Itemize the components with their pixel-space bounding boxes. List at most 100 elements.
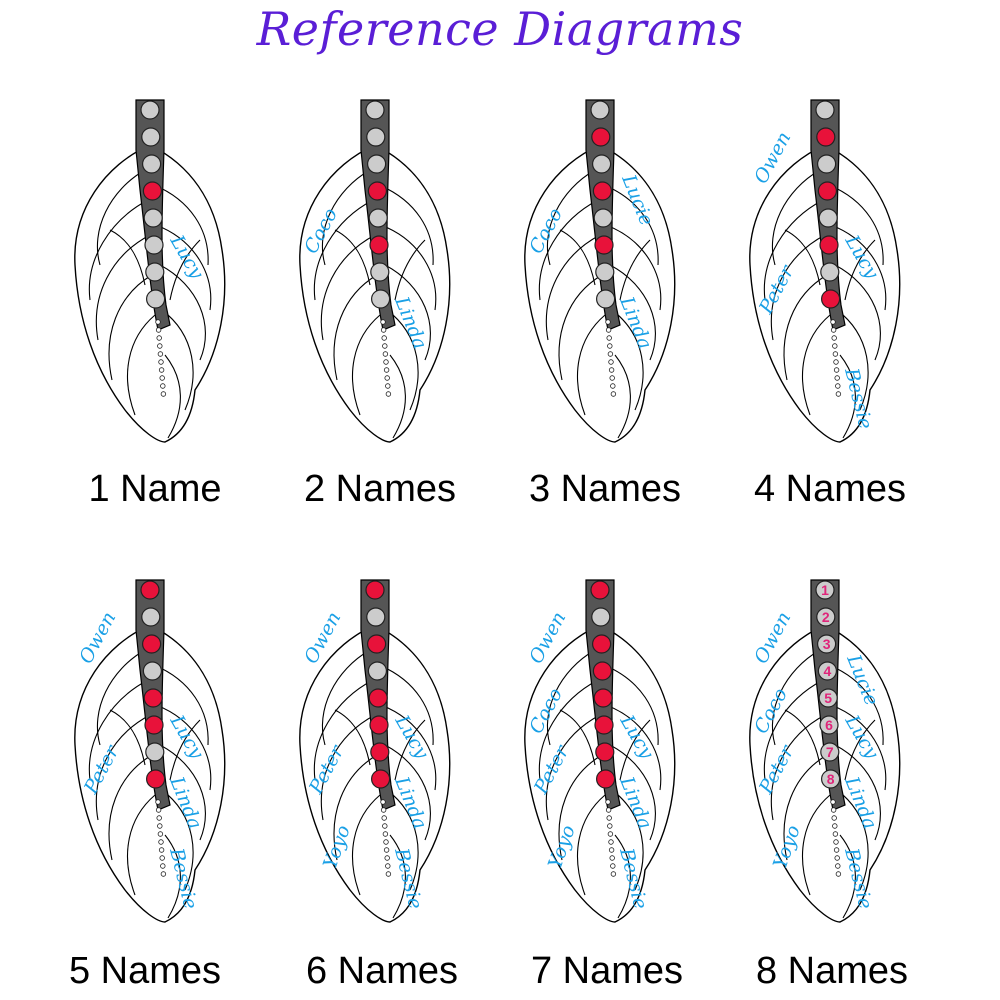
leaf-fold-line xyxy=(828,664,884,746)
leaf-fold-line xyxy=(386,789,419,891)
birthstone-placeholder xyxy=(820,262,840,282)
birthstone-placeholder xyxy=(817,661,838,681)
pave-dot xyxy=(605,319,611,325)
pave-dot xyxy=(834,375,840,381)
birthstone-red xyxy=(593,688,613,708)
leaf-fold-line xyxy=(161,789,194,891)
pave-dot xyxy=(381,815,387,821)
pave-dot xyxy=(158,367,165,373)
pave-dot xyxy=(610,871,617,877)
pave-dot xyxy=(385,863,391,869)
pave-dot xyxy=(157,343,163,349)
pave-dot xyxy=(610,383,616,389)
pave-dot xyxy=(381,335,387,341)
birthstone-placeholder xyxy=(816,634,837,654)
birthstone-placeholder xyxy=(591,154,612,174)
birthstone-red xyxy=(141,634,162,654)
birthstone-placeholder xyxy=(815,580,835,600)
pave-dot xyxy=(158,839,164,845)
pave-dot xyxy=(156,815,162,821)
leaf-fold-line xyxy=(830,224,887,311)
pave-dot xyxy=(832,343,838,349)
leaf-fold-line xyxy=(619,239,651,301)
leaf-fold-line xyxy=(844,239,876,301)
birthstone-red xyxy=(590,580,610,600)
pave-dot xyxy=(155,799,161,805)
panel-caption: 4 Names xyxy=(753,468,907,510)
leaf-fold-line xyxy=(333,754,378,861)
birthstone-red xyxy=(145,769,166,789)
birthstone-placeholder xyxy=(818,688,838,708)
leaf-fold-line xyxy=(153,664,209,746)
leaf-fold-line xyxy=(830,704,887,791)
leaf-fold-line xyxy=(839,354,856,439)
birthstone-placeholder xyxy=(145,262,165,282)
leaf-fold-line xyxy=(320,714,376,821)
leaf-fold-line xyxy=(159,744,206,841)
birthstone-red xyxy=(143,688,163,708)
panel-caption: 2 Names xyxy=(303,468,457,510)
birthstone-red xyxy=(594,715,614,735)
leaf-fold-line xyxy=(164,834,181,919)
birthstone-placeholder xyxy=(593,208,613,228)
birthstone-placeholder xyxy=(145,742,165,762)
leaf-fold-line xyxy=(95,234,151,341)
pave-dot xyxy=(608,839,614,845)
leaf-fold-line xyxy=(538,679,599,781)
leaf-fold-line xyxy=(619,719,651,781)
pave-dot xyxy=(607,823,613,829)
panel-caption: 5 Names xyxy=(68,950,222,992)
panel-caption: 1 Name xyxy=(88,468,222,510)
birthstone-red xyxy=(367,181,388,201)
stone-number-label: 7 xyxy=(826,744,834,760)
pave-dot xyxy=(384,855,390,861)
leaf-fold-line xyxy=(169,239,201,301)
leaf-fold-line xyxy=(783,274,828,381)
leaf-fold-line xyxy=(378,184,434,266)
pave-dot xyxy=(383,847,390,853)
birthstone-placeholder xyxy=(816,154,837,174)
pendant-diagram: Lucy xyxy=(50,90,260,490)
birthstone-red xyxy=(370,742,390,762)
stone-number-label: 3 xyxy=(823,636,831,652)
pave-dot xyxy=(835,871,842,877)
leaf-fold-line xyxy=(378,664,434,746)
pave-dot xyxy=(380,799,386,805)
pave-dot xyxy=(610,391,617,397)
leaf-fold-line xyxy=(784,229,821,286)
pave-dot xyxy=(608,367,615,373)
leaf-fold-line xyxy=(352,314,381,416)
birthstone-placeholder xyxy=(595,289,616,309)
leaf-fold-line xyxy=(394,239,426,301)
birthstone-placeholder xyxy=(145,289,166,309)
birthstone-placeholder xyxy=(370,289,391,309)
birthstone-placeholder xyxy=(141,127,161,147)
leaf-fold-line xyxy=(577,794,606,896)
pave-dot xyxy=(610,863,616,869)
stone-number-label: 4 xyxy=(824,663,832,679)
pave-dot xyxy=(383,367,390,373)
leaf-fold-line xyxy=(389,834,406,919)
leaf-fold-line xyxy=(389,354,406,439)
birthstone-red xyxy=(369,235,389,255)
birthstone-red xyxy=(819,235,839,255)
birthstone-placeholder xyxy=(820,742,840,762)
pave-dot xyxy=(384,375,390,381)
birthstone-placeholder xyxy=(815,100,835,120)
birthstone-placeholder xyxy=(595,262,615,282)
pave-dot xyxy=(382,351,389,357)
birthstone-red xyxy=(369,715,389,735)
birthstone-placeholder xyxy=(144,235,164,255)
birthstone-red xyxy=(816,127,836,147)
pave-dot xyxy=(606,335,612,341)
pave-dot xyxy=(159,855,165,861)
pave-dot xyxy=(160,863,166,869)
leaf-fold-line xyxy=(545,714,601,821)
